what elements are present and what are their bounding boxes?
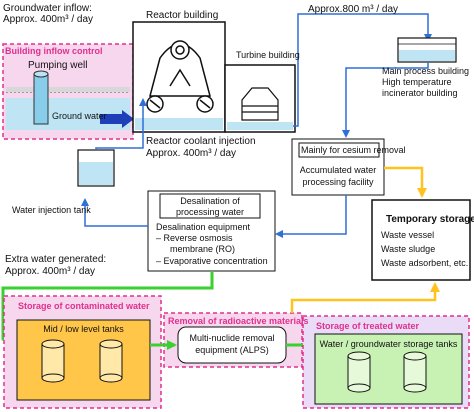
water-injection-water (79, 162, 113, 185)
hatch-band (6, 87, 130, 92)
turbine-building-label: Turbine building (236, 50, 300, 60)
pumping-well-top (33, 70, 49, 78)
inflow-arrow-head (122, 110, 134, 128)
accumulated-label-2: processing facility (302, 177, 374, 187)
extra-water-amount: Approx. 400m³ / day (5, 266, 96, 277)
temp-storage-item-3: Waste adsorbent, etc. (381, 258, 469, 268)
cesium-removal-label: Mainly for cesium removal (301, 145, 406, 155)
groundwater-inflow-amount: Approx. 400m³ / day (3, 14, 94, 25)
desal-ro-label-2: membrane (RO) (170, 244, 236, 254)
temporary-storage-box (371, 199, 471, 281)
main-process-label-3: incinerator building (382, 88, 458, 98)
accumulated-label-1: Accumulated water (299, 165, 377, 175)
removal-radioactive-label: Removal of radioactive materials (168, 316, 309, 326)
storage-contaminated-label: Storage of contaminated water (18, 301, 150, 311)
flow-turbine-to-process (293, 13, 432, 127)
reactor-water (135, 118, 223, 130)
flow-accumulated-to-desal (275, 195, 347, 238)
desal-title-2: processing water (175, 207, 245, 217)
main-process-water (399, 50, 455, 61)
groundwater-inflow-label: Groundwater inflow: (3, 3, 92, 14)
cesium-removal-label-box (298, 142, 380, 158)
water-groundwater-tanks-label: Water / groundwater storage tanks (319, 339, 458, 349)
flow-accumulated-to-storage (384, 166, 427, 198)
temp-storage-item-2: Waste sludge (381, 244, 436, 254)
desal-evap-label: – Evaporative concentration (156, 256, 268, 266)
treated-tanks-box (314, 333, 463, 405)
flow-alps-to-storage (290, 282, 440, 313)
desal-equipment-label: Desalination equipment (156, 222, 251, 232)
reactor-coolant-label: Reactor coolant injection (146, 136, 256, 147)
pumping-well-label: Pumping well (28, 60, 88, 71)
desalination-title-box (159, 193, 261, 219)
mid-low-tanks-box (16, 319, 151, 401)
extra-water-label: Extra water generated: (5, 254, 107, 265)
reactor-coolant-amount: Approx. 400m³ / day (146, 148, 237, 159)
alps-label-1: Multi-nuclide removal (189, 333, 275, 343)
ground-water-label: Ground water (52, 111, 107, 121)
building-inflow-control-label: Building inflow control (5, 46, 103, 56)
alps-label-2: equipment (ALPS) (195, 345, 269, 355)
reactor-building-label: Reactor building (146, 10, 219, 21)
flow-tank-to-reactor (95, 98, 147, 150)
reactor-vessel (146, 40, 214, 113)
flow-desal-to-tank (81, 198, 148, 227)
turbine-water (227, 122, 293, 130)
water-injection-tank-label: Water injection tank (12, 205, 91, 215)
mid-low-tank-cylinders (41, 339, 123, 383)
temp-storage-item-1: Waste vessel (381, 230, 435, 240)
pumping-well (33, 73, 49, 125)
main-process-label-1: Main process building (382, 66, 470, 76)
main-process-label-2: High temperature (382, 77, 452, 87)
desal-title-1: Desalination of (180, 196, 240, 206)
mid-low-tanks-label: Mid / low level tanks (43, 324, 124, 334)
flow-process-to-accumulated (342, 62, 429, 138)
approx-800-label: Approx.800 m³ / day (308, 4, 399, 15)
desal-ro-label-1: – Reverse osmosis (156, 233, 233, 243)
turbine-icon (241, 87, 279, 121)
treated-tank-cylinders (347, 351, 427, 393)
inflow-arrow-body (100, 114, 122, 124)
temp-storage-title: Temporary storage (386, 214, 474, 225)
storage-treated-label: Storage of treated water (316, 321, 420, 331)
